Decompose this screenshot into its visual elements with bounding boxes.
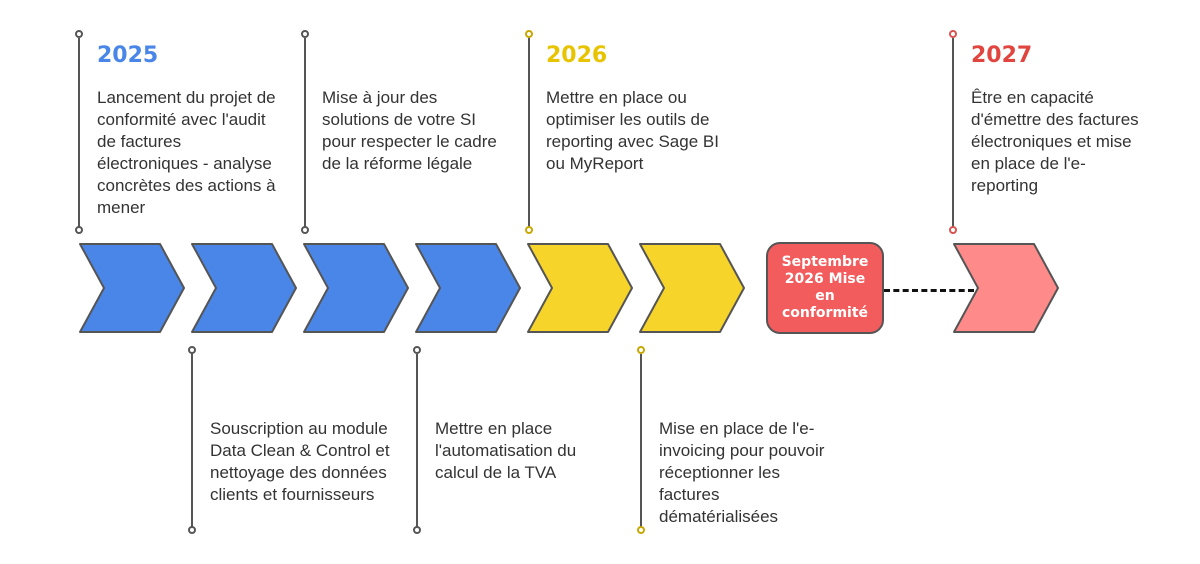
chevron-6 — [639, 243, 745, 333]
step-6-text: Mise en place de l'e-invoicing pour pouv… — [659, 419, 825, 526]
chevron-4 — [415, 243, 521, 333]
year-2027: 2027 — [971, 43, 1033, 68]
chevron-5 — [527, 243, 633, 333]
step-3-text: Mise à jour des solutions de votre SI po… — [322, 88, 497, 173]
chevron-7 — [953, 243, 1059, 333]
stem-dot-3b — [301, 226, 309, 234]
stem-dot-3 — [301, 30, 309, 38]
year-2026: 2026 — [546, 43, 608, 68]
stem-3 — [304, 38, 306, 228]
stem-7 — [952, 38, 954, 228]
stem-dot-7 — [949, 30, 957, 38]
step-2-text: Souscription au module Data Clean & Cont… — [210, 419, 390, 504]
milestone-connector — [884, 289, 974, 292]
stem-dot-5b — [525, 226, 533, 234]
step-5-text: Mettre en place ou optimiser les outils … — [546, 88, 719, 173]
chevron-2 — [191, 243, 297, 333]
stem-5 — [528, 38, 530, 228]
step-1-text: Lancement du projet de conformité avec l… — [97, 88, 276, 217]
stem-dot-1b — [75, 226, 83, 234]
chevron-3 — [303, 243, 409, 333]
step-4-text: Mettre en place l'automatisation du calc… — [435, 419, 577, 482]
stem-6 — [640, 354, 642, 530]
stem-dot-7b — [949, 226, 957, 234]
stem-2 — [191, 354, 193, 530]
milestone-label: Septembre 2026 Mise en conformité — [781, 254, 869, 321]
stem-4 — [416, 354, 418, 530]
chevron-1 — [79, 243, 185, 333]
stem-dot-4 — [413, 346, 421, 354]
stem-dot-1 — [75, 30, 83, 38]
stem-dot-6 — [637, 346, 645, 354]
stem-1 — [78, 38, 80, 228]
stem-dot-5 — [525, 30, 533, 38]
stem-dot-4b — [413, 526, 421, 534]
step-7-text: Être en capacité d'émettre des factures … — [971, 88, 1139, 195]
milestone-badge: Septembre 2026 Mise en conformité — [766, 242, 884, 334]
stem-dot-6b — [637, 526, 645, 534]
stem-dot-2 — [188, 346, 196, 354]
stem-dot-2b — [188, 526, 196, 534]
year-2025: 2025 — [97, 43, 159, 68]
